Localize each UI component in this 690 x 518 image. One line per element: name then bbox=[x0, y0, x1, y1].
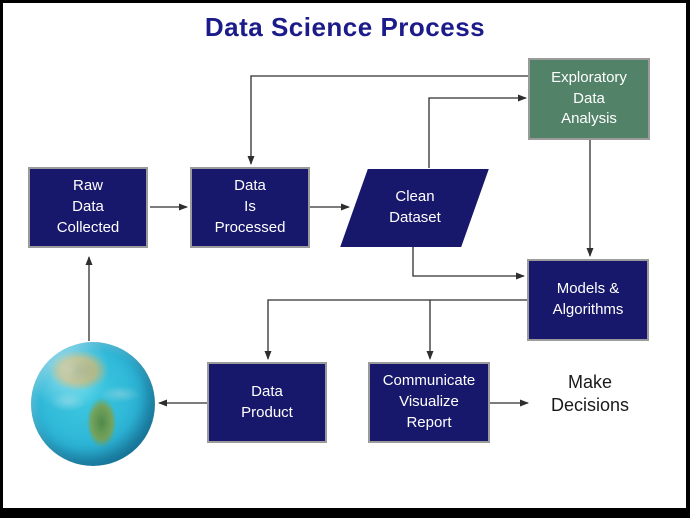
node-data-product: Data Product bbox=[207, 362, 327, 443]
arrow-models-to-product bbox=[264, 299, 527, 360]
page-title: Data Science Process bbox=[204, 12, 486, 42]
frame-border-top bbox=[0, 0, 690, 3]
frame-border-left bbox=[0, 0, 3, 518]
frame-border-right bbox=[686, 0, 690, 518]
arrow-eda-to-processed bbox=[247, 75, 528, 165]
frame-border-bottom bbox=[0, 508, 690, 518]
node-exploratory-data-analysis: Exploratory Data Analysis bbox=[528, 58, 650, 140]
node-models-algorithms: Models & Algorithms bbox=[527, 259, 649, 341]
node-raw-data-collected: Raw Data Collected bbox=[28, 167, 148, 248]
arrow-clean-to-models bbox=[412, 247, 525, 280]
earth-globe-icon bbox=[31, 342, 155, 466]
node-communicate-visualize-report: Communicate Visualize Report bbox=[368, 362, 490, 443]
node-data-is-processed: Data Is Processed bbox=[190, 167, 310, 248]
label-make-decisions: Make Decisions bbox=[550, 372, 630, 416]
node-clean-dataset-label: Clean Dataset bbox=[388, 188, 441, 226]
arrow-clean-to-eda bbox=[428, 94, 527, 168]
